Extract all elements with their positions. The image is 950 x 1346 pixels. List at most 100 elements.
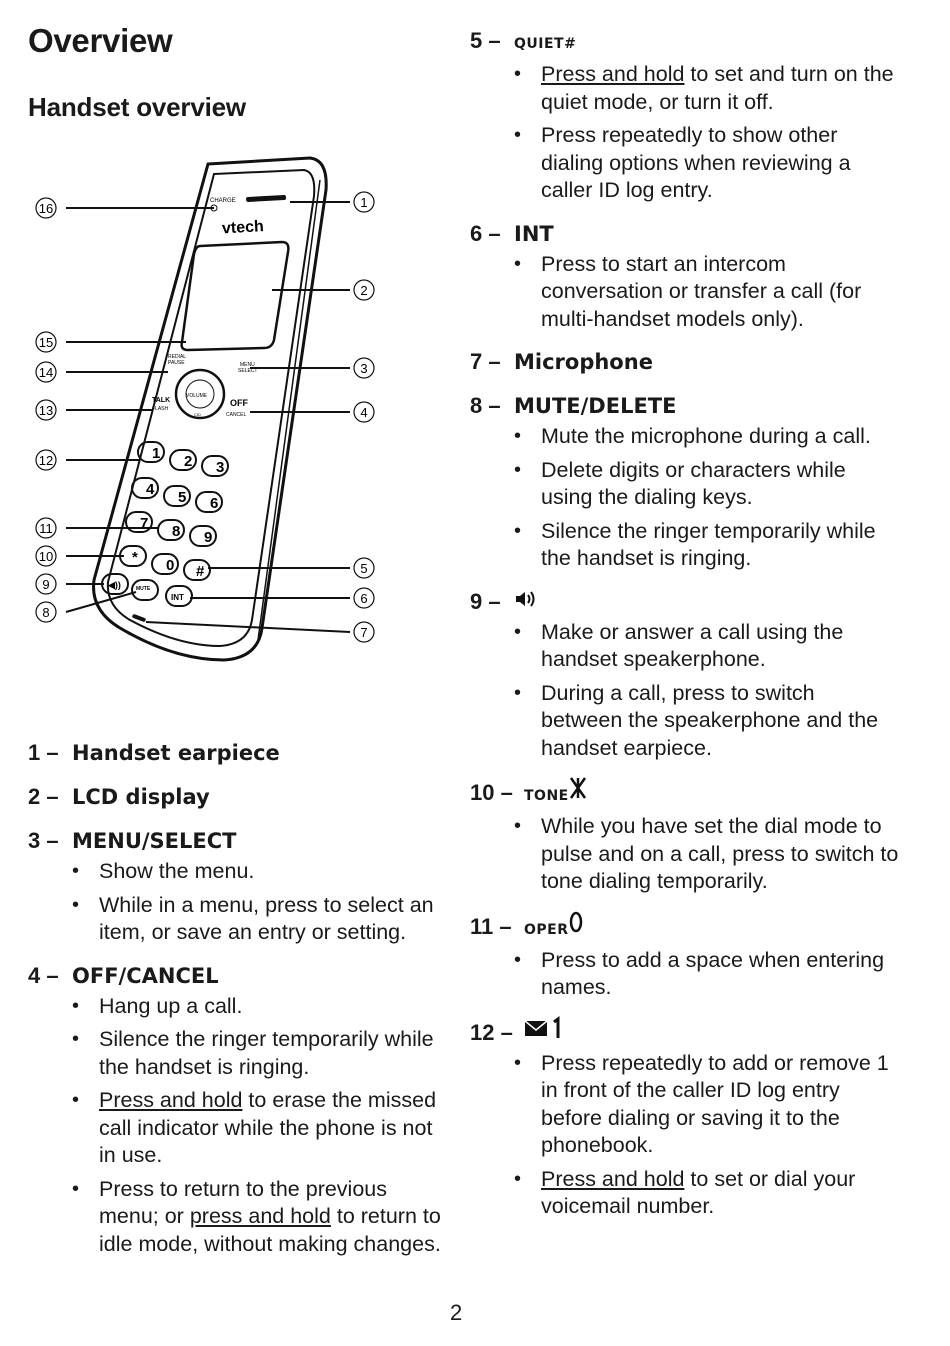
item-number: 6 –: [470, 220, 501, 246]
callout-11: 11: [39, 521, 53, 536]
callout-9: 9: [42, 577, 49, 592]
bullet-item: Press and hold to set and turn on the qu…: [514, 61, 900, 116]
item-title: MENU/SELECT: [72, 829, 237, 853]
key-2: [169, 449, 197, 471]
item-heading: 12 –: [470, 1015, 900, 1048]
bullet-item: Make or answer a call using the handset …: [514, 619, 900, 674]
bullet-text: Press to start an intercom conversation …: [541, 251, 862, 331]
handset-outline: [92, 156, 328, 662]
bullet-item: Press to start an intercom conversation …: [514, 251, 900, 334]
item-heading: 9 –: [470, 587, 900, 617]
key-8: [157, 519, 185, 541]
bullet-text: Mute the microphone during a call.: [541, 424, 871, 448]
item-heading: 1 –Handset earpiece: [28, 738, 448, 768]
key-int: [165, 585, 193, 607]
callout-1: 1: [360, 195, 367, 210]
star-icon: [569, 777, 586, 799]
key-4-label: 4: [146, 481, 155, 498]
handset-diagram: CHARGE vtech VOLUME CID REDIAL PAUSE MEN…: [28, 150, 448, 670]
bullet-item: Show the menu.: [72, 858, 448, 886]
key-7-label: 7: [140, 515, 148, 532]
bullet-list: Press to start an intercom conversation …: [470, 251, 900, 334]
bullet-item: Press and hold to set or dial your voice…: [514, 1166, 900, 1221]
callout-4: 4: [360, 405, 367, 420]
bullet-text: While you have set the dial mode to puls…: [541, 814, 899, 893]
talk-label: TALK: [152, 397, 170, 404]
key-6-label: 6: [210, 495, 218, 512]
key-9: [189, 525, 217, 547]
bullet-text: to set and turn on the quiet mode, or tu…: [541, 62, 894, 114]
select-label: SELECT: [238, 368, 257, 374]
item-number: 11 –: [470, 913, 512, 939]
item-title: Microphone: [514, 350, 653, 374]
underlined-text: Press and hold: [541, 62, 685, 86]
bullet-text: While in a menu, press to select an item…: [99, 892, 434, 945]
key-0: [151, 553, 179, 575]
item-heading: 10 –TONE: [470, 776, 900, 811]
volume-label: VOLUME: [186, 393, 208, 399]
underlined-text: press and hold: [189, 1204, 331, 1228]
bullet-list: Make or answer a call using the handset …: [470, 619, 900, 763]
item-number: 10 –: [470, 780, 513, 805]
callout-10: 10: [39, 549, 53, 564]
right-item: 7 – Microphone: [470, 347, 900, 377]
item-heading: 3 –MENU/SELECT: [28, 826, 448, 856]
bullet-list: Press and hold to set and turn on the qu…: [470, 61, 900, 205]
callout-8: 8: [42, 605, 49, 620]
key-1-label: 1: [152, 445, 160, 462]
item-heading: 7 – Microphone: [470, 347, 900, 377]
item-title: MUTE/DELETE: [514, 394, 677, 418]
bullet-text: Press to add a space when entering names…: [541, 947, 885, 1000]
item-heading: 5 – QUIET#: [470, 26, 900, 59]
handset-drawing: CHARGE vtech VOLUME CID REDIAL PAUSE MEN…: [35, 156, 375, 662]
bullet-item: Delete digits or characters while using …: [514, 457, 900, 512]
key-mute-label: MUTE: [136, 586, 151, 592]
bullet-item: Silence the ringer temporarily while the…: [72, 1026, 448, 1081]
callout-7: 7: [360, 625, 367, 640]
item-title: QUIET#: [514, 36, 577, 52]
handset-inner-outline: [106, 168, 316, 648]
flash-label: FLASH: [152, 406, 169, 412]
item-title: Handset earpiece: [72, 741, 280, 765]
key-hash: [183, 559, 211, 581]
bullet-item: Hang up a call.: [72, 993, 448, 1021]
right-item: 5 – QUIET# Press and hold to set and turn …: [470, 26, 900, 205]
bullet-list: Press to add a space when entering names…: [470, 947, 900, 1002]
bullet-list: Hang up a call. Silence the ringer tempor…: [28, 993, 448, 1259]
bullet-text: During a call, press to switch between t…: [541, 680, 879, 760]
section-title: Handset overview: [28, 92, 246, 122]
earpiece-grille: [246, 195, 287, 202]
item-number: 5 –: [470, 28, 501, 53]
callout-16: 16: [39, 201, 53, 216]
underlined-text: Press and hold: [541, 1166, 685, 1191]
bullet-text: Silence the ringer temporarily while the…: [541, 518, 876, 571]
item-number: 2 –: [28, 784, 59, 809]
item-number: 4 –: [28, 962, 59, 988]
bullet-item: While in a menu, press to select an item…: [72, 892, 448, 947]
bullet-text: to erase the missed call indicator while…: [99, 1088, 437, 1167]
bullet-text: Press to return to the previous menu; or: [99, 1176, 388, 1229]
bullet-item: Press to return to the previous menu; or…: [72, 1176, 448, 1259]
right-item: 8 –MUTE/DELETEMute the microphone during…: [470, 391, 900, 573]
charge-label: CHARGE: [210, 198, 236, 204]
key-7: [125, 511, 153, 533]
key-8-label: 8: [172, 523, 180, 540]
bullet-text: Make or answer a call using the handset …: [541, 619, 844, 672]
bullet-text: Delete digits or characters while using …: [541, 457, 846, 510]
menu-label: MENU: [240, 362, 255, 368]
item-number: 7 –: [470, 349, 501, 374]
bullet-text: Hang up a call.: [99, 993, 243, 1018]
lcd-screen: [180, 240, 290, 352]
bullet-list: Show the menu. While in a menu, press to …: [28, 858, 448, 947]
callout-5: 5: [360, 561, 367, 576]
key-5: [163, 485, 191, 507]
callout-lines: [65, 201, 351, 633]
bullet-text: to return to idle mode, without making c…: [99, 1204, 441, 1256]
navigation-ring: [174, 368, 226, 420]
right-item: 10 –TONEWhile you have set the dial mode…: [470, 776, 900, 896]
right-item: 9 –Make or answer a call using the hands…: [470, 587, 900, 763]
bullet-text: to set or dial your voicemail number.: [541, 1166, 856, 1219]
key-2-label: 2: [184, 453, 192, 470]
callout-6: 6: [360, 591, 367, 606]
